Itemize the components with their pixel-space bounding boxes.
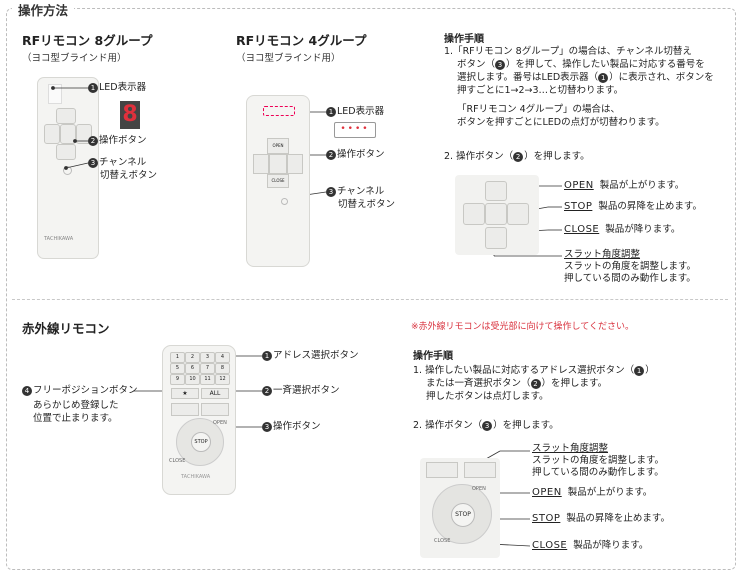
ir-address-key: 9	[170, 374, 185, 385]
ir-stop-label: STOP 製品の昇降を止めます。	[532, 513, 670, 524]
ir-stop-key: STOP	[191, 432, 211, 452]
rf4-title: RFリモコン 4グループ	[236, 33, 367, 48]
ir-close-text: CLOSE	[169, 458, 186, 464]
ir-pad-stop: STOP	[451, 503, 475, 527]
ir-title: 赤外線リモコン	[22, 321, 110, 336]
rf8-label-channel-2: 切替えボタン	[100, 170, 158, 181]
rf-pad-slat-right	[507, 203, 529, 225]
ir-slat-left-key	[171, 403, 199, 416]
rf8-remote-image: TACHIKAWA	[37, 77, 99, 259]
ir-pad-open-text: OPEN	[472, 486, 486, 492]
rf4-close-button: CLOSE	[267, 174, 289, 188]
rf-close-label: CLOSE 製品が降ります。	[564, 224, 681, 235]
ir-all-key: ALL	[201, 388, 229, 399]
ir-address-key: 6	[185, 363, 200, 374]
rf-stop-label: STOP 製品の昇降を止めます。	[564, 201, 702, 212]
ir-pad-close-text: CLOSE	[434, 538, 451, 544]
rf4-open-button: OPEN	[267, 138, 289, 154]
ir-open-label: OPEN 製品が上がります。	[532, 487, 653, 498]
ir-address-key: 7	[200, 363, 215, 374]
ir-address-key: 8	[215, 363, 230, 374]
ir-open-text: OPEN	[213, 420, 227, 426]
rf8-channel-button	[63, 166, 72, 175]
ir-note: ※赤外線リモコンは受光部に向けて操作してください。	[411, 322, 635, 332]
rf-step2: 2. 操作ボタン（2）を押します。	[444, 151, 590, 162]
rf4-channel-button	[281, 198, 288, 205]
rf4-pad-right	[287, 154, 303, 174]
ir-pad-dpad: STOP	[432, 484, 492, 544]
ir-address-key: 11	[200, 374, 215, 385]
rf8-pad-bottom	[56, 144, 76, 160]
rf4-pad-left	[253, 154, 269, 174]
ir-address-key: 4	[215, 352, 230, 363]
ir-address-key: 3	[200, 352, 215, 363]
ir-address-key: 2	[185, 352, 200, 363]
ir-pad-slat-left	[426, 462, 458, 478]
rf-step1: 1.「RFリモコン 8グループ」の場合は、チャンネル切替え ボタン（3）を押して…	[444, 46, 714, 128]
rf4-subtitle: （ヨコ型ブラインド用）	[236, 53, 341, 64]
rf4-pad-center	[269, 154, 287, 174]
rf-open-label: OPEN 製品が上がります。	[564, 180, 685, 191]
rf4-remote-image: OPEN CLOSE	[246, 95, 310, 267]
ir-slat-label: スラット角度調整 スラットの角度を調整します。 押している間のみ動作します。	[532, 443, 665, 478]
ir-address-key: 10	[185, 374, 200, 385]
ir-label-free-position-3: 位置で止まります。	[33, 413, 118, 424]
section-frame	[6, 8, 736, 570]
rf8-title: RFリモコン 8グループ	[22, 33, 153, 48]
ir-dpad: STOP	[176, 418, 224, 466]
section-divider	[12, 299, 728, 300]
rf-operation-pad-image	[455, 175, 539, 255]
rf-slat-label: スラット角度調整 スラットの角度を調整します。 押している間のみ動作します。	[564, 249, 697, 284]
ir-pad-slat-right	[464, 462, 496, 478]
rf-pad-slat-left	[463, 203, 485, 225]
section-title: 操作方法	[12, 0, 75, 19]
rf8-pad-left	[44, 124, 60, 144]
rf4-label-channel-2: 切替えボタン	[338, 199, 396, 210]
ir-close-label: CLOSE 製品が降ります。	[532, 540, 649, 551]
rf8-subtitle: （ヨコ型ブラインド用）	[22, 53, 127, 64]
ir-address-key: 1	[170, 352, 185, 363]
rf8-brand: TACHIKAWA	[44, 236, 74, 242]
rf4-led-row	[263, 106, 295, 116]
rf8-pad-top	[56, 108, 76, 124]
ir-address-key: 5	[170, 363, 185, 374]
rf-pad-close	[485, 227, 507, 249]
ir-slat-right-key	[201, 403, 229, 416]
rf-pad-stop	[485, 203, 507, 225]
ir-steps-heading: 操作手順	[413, 351, 453, 362]
rf4-led-indicator: ••••	[334, 122, 376, 138]
rf8-led-digit: 8	[120, 101, 140, 129]
rf-steps-heading: 操作手順	[444, 34, 484, 45]
ir-star-key: ★	[171, 388, 199, 399]
ir-brand: TACHIKAWA	[181, 474, 211, 480]
ir-label-free-position-2: あらかじめ登録した	[33, 400, 119, 411]
rf8-pad-center	[60, 124, 76, 144]
ir-operation-pad-image: STOP OPEN CLOSE	[420, 458, 500, 558]
ir-step2: 2. 操作ボタン（3）を押します。	[413, 420, 559, 431]
ir-step1: 1. 操作したい製品に対応するアドレス選択ボタン（1） または一斉選択ボタン（2…	[413, 365, 655, 402]
rf-pad-open	[485, 181, 507, 201]
ir-address-key: 12	[215, 374, 230, 385]
